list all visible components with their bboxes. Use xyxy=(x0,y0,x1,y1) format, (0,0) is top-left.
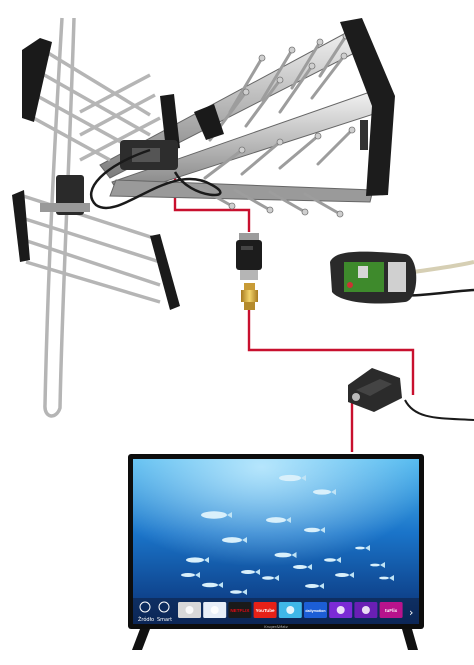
app-tile[interactable] xyxy=(354,602,378,618)
antenna-end-bracket xyxy=(340,18,395,196)
director-rod xyxy=(310,54,346,100)
director-rod xyxy=(278,64,314,114)
app-tile[interactable]: dailymotion xyxy=(304,602,327,618)
tv-foot-right xyxy=(402,629,418,650)
app-tile-label: dailymotion xyxy=(305,609,325,613)
antenna xyxy=(12,17,395,418)
director-rod-tip xyxy=(314,132,322,140)
fish xyxy=(181,572,200,578)
director-rod-tip xyxy=(336,210,344,218)
taskbar-smart-label[interactable]: Smart xyxy=(157,617,172,623)
director-rod-tip xyxy=(348,126,356,134)
antenna-lead-wire xyxy=(89,148,222,210)
taskbar-source-label[interactable]: Źródło xyxy=(138,615,154,623)
pcb-module-icon xyxy=(330,251,474,304)
fish xyxy=(262,575,279,581)
director-rod-tip xyxy=(340,52,348,60)
smart-tv-icon xyxy=(185,606,194,614)
fish xyxy=(201,511,232,519)
app-tile[interactable] xyxy=(203,602,227,618)
fish xyxy=(304,527,325,533)
director-rod xyxy=(303,192,342,216)
app-tile-label: YouTube xyxy=(256,608,275,613)
antenna-boom xyxy=(99,27,381,203)
director-rod-tip xyxy=(288,46,296,54)
cloud-icon xyxy=(336,606,345,614)
fish xyxy=(202,582,223,588)
director-rod xyxy=(290,40,322,90)
director-rod xyxy=(233,188,272,212)
director-rod-tip xyxy=(242,88,250,96)
director-rod xyxy=(244,78,282,128)
app-tile[interactable] xyxy=(329,602,353,618)
fish xyxy=(370,562,385,568)
f-connector-icon xyxy=(241,283,258,310)
fish xyxy=(279,474,306,482)
fish xyxy=(324,557,341,563)
iec-plug-icon xyxy=(348,368,474,421)
director-rod xyxy=(240,140,282,176)
director-rod-tip xyxy=(228,202,236,210)
director-rod xyxy=(260,48,294,102)
director-rod-tip xyxy=(266,206,274,214)
director-rod xyxy=(278,134,320,170)
app-tile-label: tuFlix xyxy=(385,608,398,613)
fish xyxy=(313,489,336,495)
inline-filter-icon xyxy=(236,233,262,280)
app-tile[interactable]: YouTube xyxy=(253,602,277,618)
director-rod-tip xyxy=(258,54,266,62)
director-rod xyxy=(203,148,244,180)
antenna-mast-clamp xyxy=(40,140,178,215)
fish xyxy=(335,572,354,578)
fish xyxy=(241,569,260,575)
app-tile[interactable]: tuFlix xyxy=(379,602,403,618)
play-store-icon xyxy=(361,606,370,614)
antenna-directors xyxy=(198,32,356,218)
director-rod-tip xyxy=(276,138,284,146)
tv-foot-left xyxy=(132,629,150,650)
smart-icon[interactable] xyxy=(158,601,170,613)
source-icon[interactable] xyxy=(139,601,151,613)
fish xyxy=(186,557,209,563)
director-rod-tip xyxy=(276,76,284,84)
app-tile[interactable] xyxy=(278,602,302,618)
television: Źródło Smart NETFLIX YouTube dailymotion tu… xyxy=(128,454,424,650)
app-tile[interactable]: NETFLIX xyxy=(228,602,252,618)
director-rod xyxy=(318,34,348,78)
director-rod-tip xyxy=(316,38,324,46)
director-rod xyxy=(268,190,307,214)
app-tile[interactable] xyxy=(178,602,201,618)
fish xyxy=(355,545,370,551)
fish xyxy=(266,517,291,523)
director-rod xyxy=(316,128,354,166)
director-rod-tip xyxy=(308,62,316,70)
tv-brand-logo: Kruger&Matz xyxy=(264,625,288,629)
twitter-icon xyxy=(286,606,295,614)
fish xyxy=(305,583,324,589)
fish xyxy=(230,589,247,595)
antenna-grid-caps xyxy=(12,38,224,310)
google-icon xyxy=(210,606,219,614)
director-rod xyxy=(198,186,234,208)
smart-tv-taskbar: Źródło Smart NETFLIX YouTube dailymotion tu… xyxy=(133,598,419,624)
app-tile-label: NETFLIX xyxy=(230,608,250,613)
fish xyxy=(379,575,394,581)
director-rod-tip xyxy=(301,208,309,216)
fish xyxy=(293,564,312,570)
director-rod xyxy=(228,56,264,114)
chevron-right-icon[interactable]: › xyxy=(409,606,413,619)
fish xyxy=(274,552,297,558)
fish-school xyxy=(181,474,394,595)
fish xyxy=(222,537,247,543)
director-rod-tip xyxy=(238,146,246,154)
